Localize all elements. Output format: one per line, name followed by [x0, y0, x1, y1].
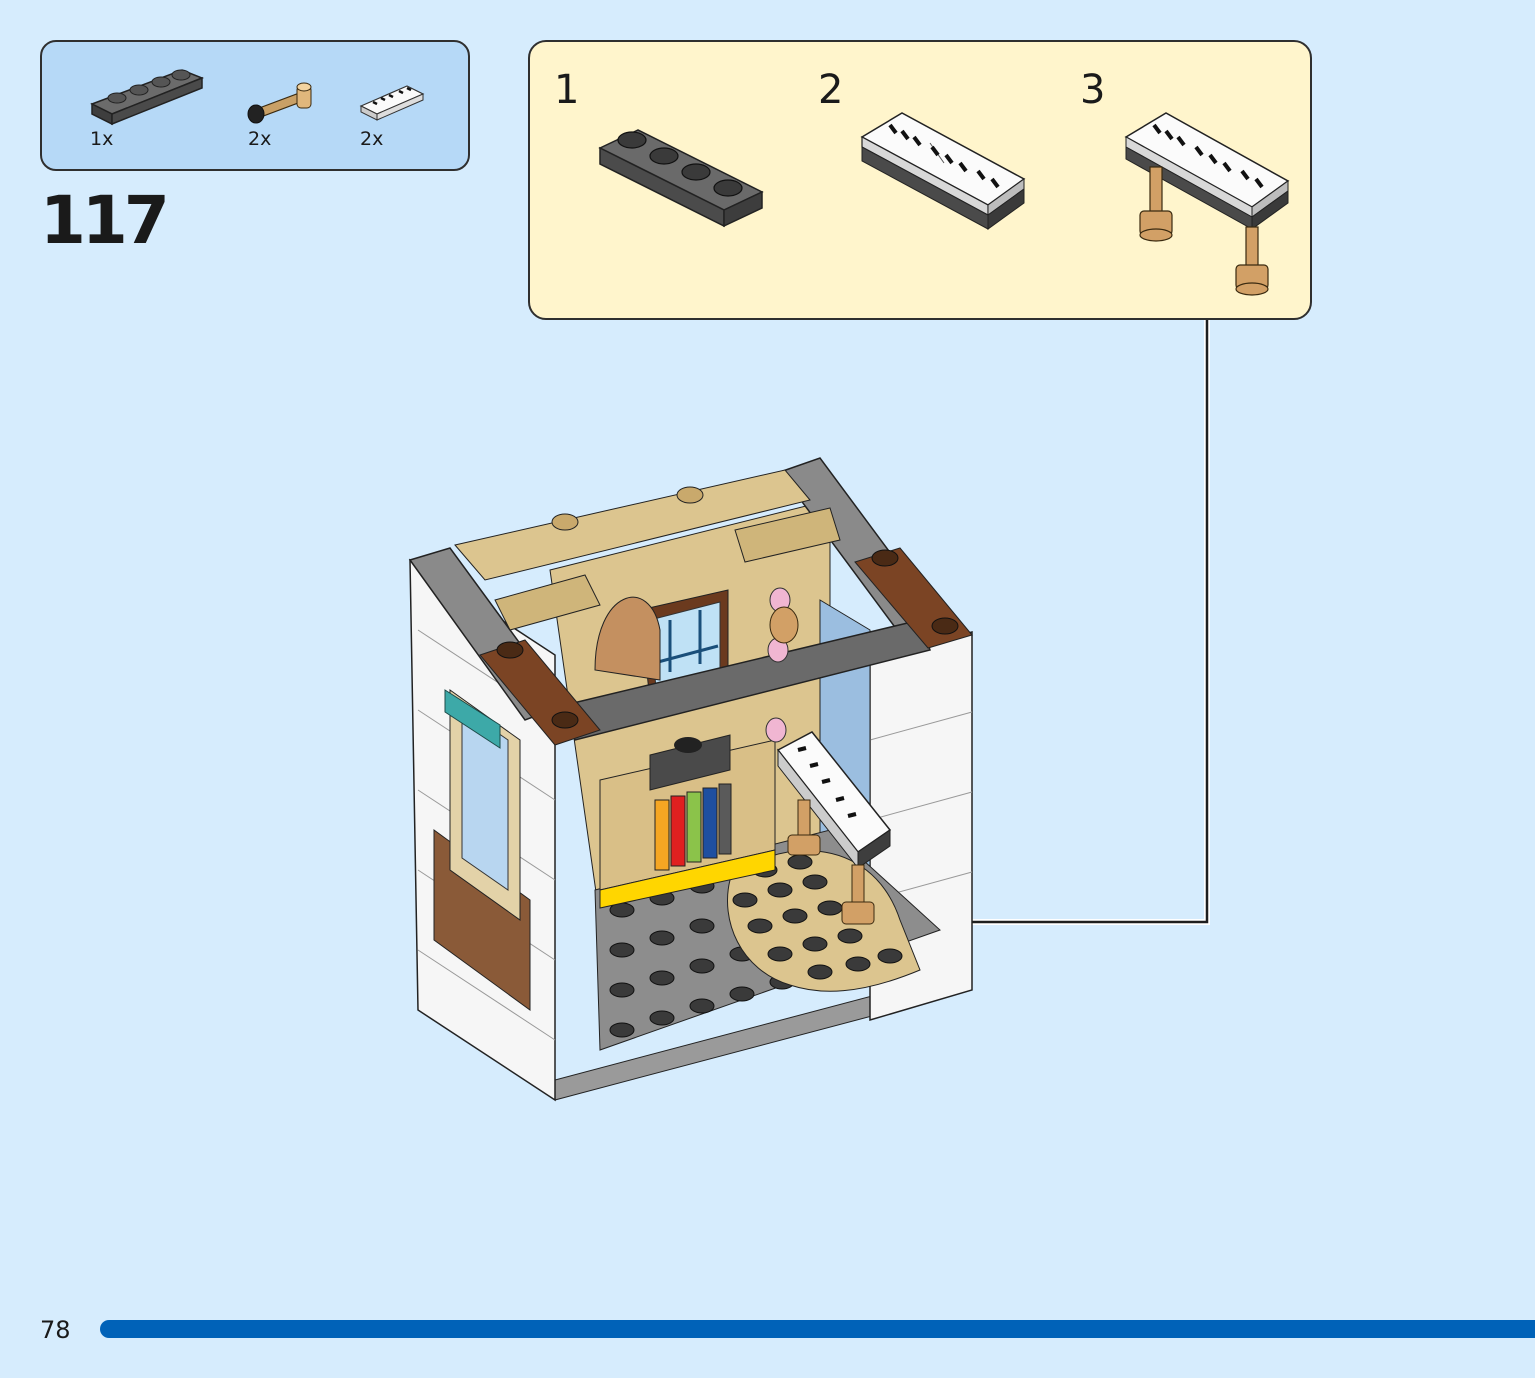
building-model-illustration [408, 457, 973, 1102]
sub-assembly-box: 1 2 3 [528, 40, 1312, 320]
substep-number-3: 3 [1080, 67, 1106, 113]
part-qty-2: 2x [248, 128, 272, 150]
page-number: 78 [40, 1316, 71, 1344]
part-qty-1: 1x [90, 128, 114, 150]
tan-bar-icon [247, 82, 312, 124]
substep-1-plate-icon [598, 129, 764, 228]
substep-number-2: 2 [818, 67, 844, 113]
substep-3-piano-legs-icon [1124, 112, 1290, 296]
parts-list-box: 1x 2x 2x [40, 40, 470, 171]
substep-number-1: 1 [554, 67, 580, 113]
substep-2-piano-icon [860, 112, 1026, 230]
piano-tile-icon [359, 85, 425, 121]
dark-gray-plate-icon [90, 69, 205, 126]
progress-bar [100, 1320, 1535, 1338]
part-qty-3: 2x [360, 128, 384, 150]
step-number: 117 [40, 182, 170, 259]
